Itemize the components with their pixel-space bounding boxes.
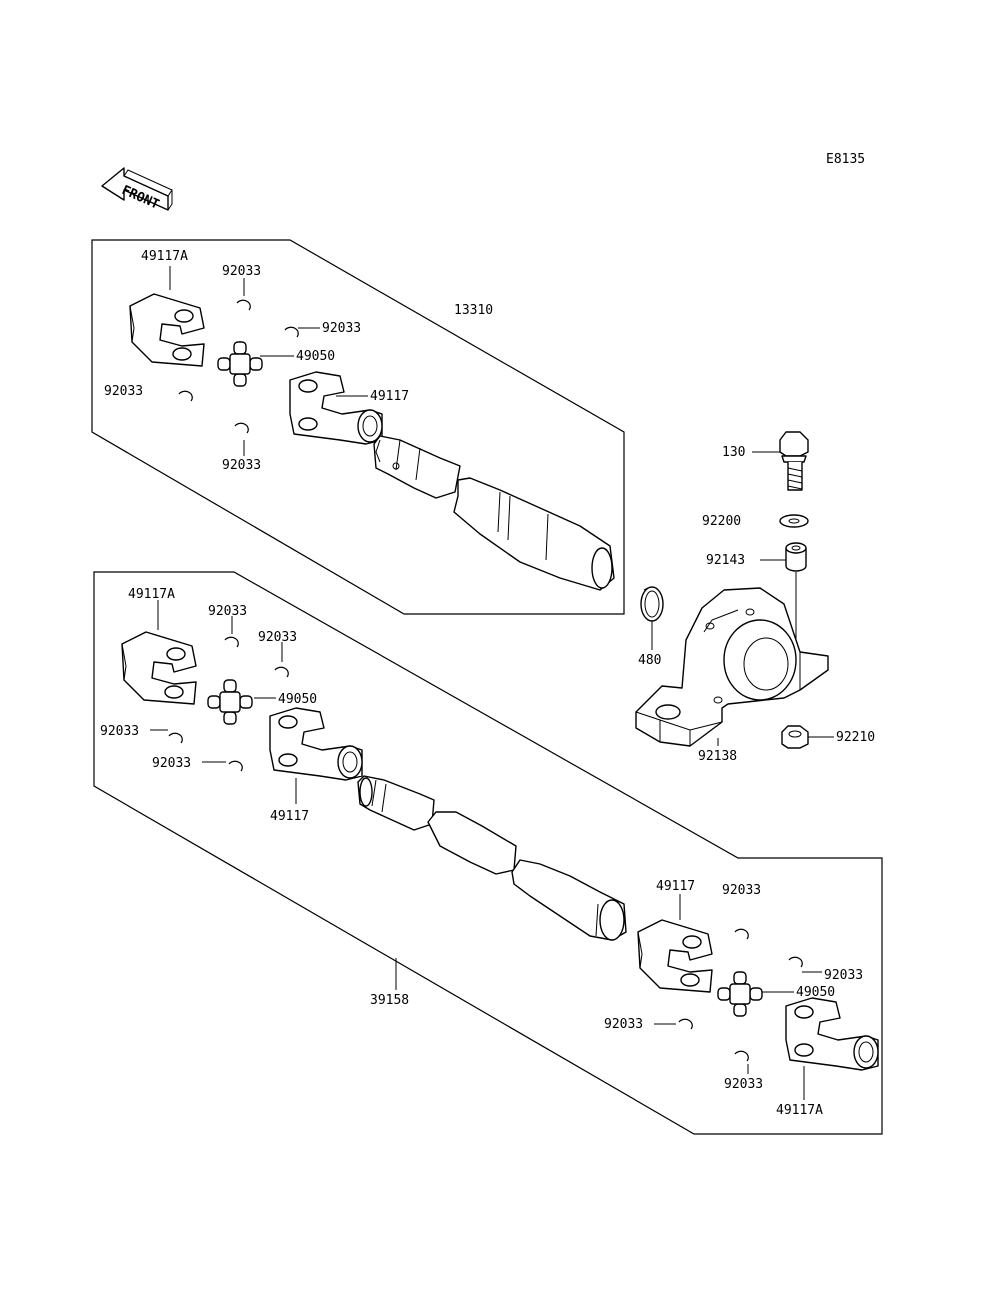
label-92033-top-2: 92033 [322,321,361,336]
diagram-code: E8135 [826,152,865,167]
label-13310: 13310 [454,303,493,318]
clip-92033-a1 [236,299,251,311]
label-480: 480 [638,653,661,668]
label-92033-b2: 92033 [258,630,297,645]
bearing-housing-92138 [635,587,829,747]
yoke-49117A-top [129,293,205,367]
yoke-49117-top [289,371,383,445]
assembly-13310-frame [91,239,625,615]
clip-92033-a3 [178,390,193,402]
front-arrow-icon [101,167,173,211]
label-92033-top-1: 92033 [222,264,261,279]
label-92033-b4: 92033 [152,756,191,771]
label-49117-lower-left: 49117 [270,809,309,824]
label-130: 130 [722,445,745,460]
label-49117A-lower-left: 49117A [128,587,175,602]
label-92033-c2: 92033 [824,968,863,983]
clip-92033-a2 [284,326,299,338]
label-49117-lower-right: 49117 [656,879,695,894]
label-49117A-top: 49117A [141,249,188,264]
label-92033-c1: 92033 [722,883,761,898]
label-92033-b3: 92033 [100,724,139,739]
clip-92033-c1 [734,928,749,940]
nut-92210 [781,725,809,749]
label-39158: 39158 [370,993,409,1008]
label-92033-b1: 92033 [208,604,247,619]
ujoint-49050-lower-left [207,679,253,725]
label-92138: 92138 [698,749,737,764]
assembly-39158-frame [93,571,883,1135]
ujoint-49050-lower-right [717,971,763,1017]
clip-92033-c2 [788,956,803,968]
yoke-49117A-lower-right [785,997,879,1071]
collar-92143 [785,542,807,572]
label-92210: 92210 [836,730,875,745]
label-49117A-lower-right: 49117A [776,1103,823,1118]
snap-ring-480 [640,586,664,622]
label-92033-top-3: 92033 [104,384,143,399]
clip-92033-c3 [678,1018,693,1030]
label-92033-c4: 92033 [724,1077,763,1092]
washer-92200 [779,514,809,528]
label-92033-c3: 92033 [604,1017,643,1032]
ujoint-49050-top [217,341,263,387]
clip-92033-b4 [228,760,243,772]
label-49050-lower-right: 49050 [796,985,835,1000]
label-92143: 92143 [706,553,745,568]
yoke-49117-lower-right [637,919,713,993]
yoke-49117A-lower-left [121,631,197,705]
label-92033-top-4: 92033 [222,458,261,473]
label-49050-lower-left: 49050 [278,692,317,707]
shaft-13310 [373,435,615,591]
shaft-39158 [357,775,627,941]
bolt-130 [779,431,809,491]
label-49050-top: 49050 [296,349,335,364]
clip-92033-b3 [168,732,183,744]
clip-92033-b2 [274,666,289,678]
yoke-49117-lower-left [269,707,363,781]
clip-92033-c4 [734,1050,749,1062]
label-92200: 92200 [702,514,741,529]
label-49117-top: 49117 [370,389,409,404]
clip-92033-a4 [234,422,249,434]
clip-92033-b1 [224,636,239,648]
